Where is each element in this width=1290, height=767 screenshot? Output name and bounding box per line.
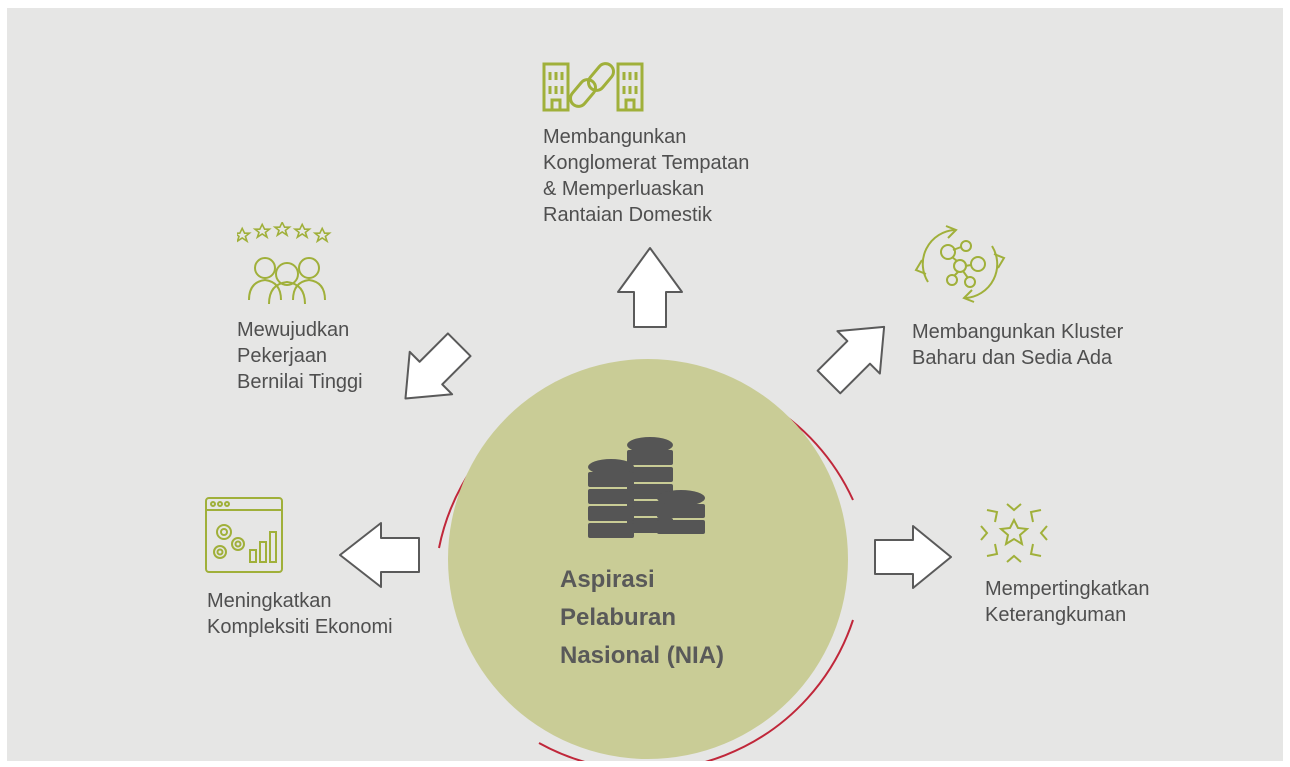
label-line: Mewujudkan [237,319,350,341]
label-line: Bernilai Tinggi [237,371,363,393]
arrow-upper-left [404,332,472,400]
coins-stack-icon [588,437,705,538]
building-link-icon [542,62,644,112]
label-line: & Memperluaskan [543,178,705,200]
analytics-gears-icon [205,497,283,573]
cluster-cycle-icon [914,225,1006,303]
arrow-upper-right [816,325,886,395]
center-circle [448,359,848,759]
item-label-clusters: Membangunkan Kluster Baharu dan Sedia Ad… [912,319,1123,371]
arrow-right [874,525,952,589]
arrow-left [339,522,420,588]
item-label-economic-complexity: Meningkatkan Kompleksiti Ekonomi [207,588,393,640]
diagram-shapes [339,247,952,761]
diagram-canvas: Aspirasi Pelaburan Nasional (NIA) Memban… [7,8,1283,761]
item-label-inclusivity: Mempertingkatkan Keterangkuman [985,576,1150,628]
label-line: Rantaian Domestik [543,204,712,226]
team-rating-icon [237,222,332,305]
label-line: Membangunkan [543,126,687,148]
star-arrows-icon [980,503,1048,563]
item-label-domestic-chain: Membangunkan Konglomerat Tempatan & Memp… [543,124,749,228]
label-line: Baharu dan Sedia Ada [912,347,1113,369]
label-line: Mempertingkatkan [985,578,1150,600]
label-line: Kompleksiti Ekonomi [207,616,393,638]
label-line: Pekerjaan [237,345,328,367]
center-title-line-1: Aspirasi [560,566,655,593]
label-line: Membangunkan Kluster [912,321,1124,343]
arrow-up [617,247,683,328]
outline-arrows [339,247,952,589]
label-line: Konglomerat Tempatan [543,152,750,174]
center-title-line-2: Pelaburan [560,604,677,631]
label-line: Meningkatkan [207,590,332,612]
label-line: Keterangkuman [985,604,1127,626]
center-title-line-3: Nasional (NIA) [560,642,725,669]
center-title: Aspirasi Pelaburan Nasional (NIA) [560,561,724,675]
item-label-high-value-jobs: Mewujudkan Pekerjaan Bernilai Tinggi [237,317,363,395]
red-ring-lower-arc [538,619,854,761]
